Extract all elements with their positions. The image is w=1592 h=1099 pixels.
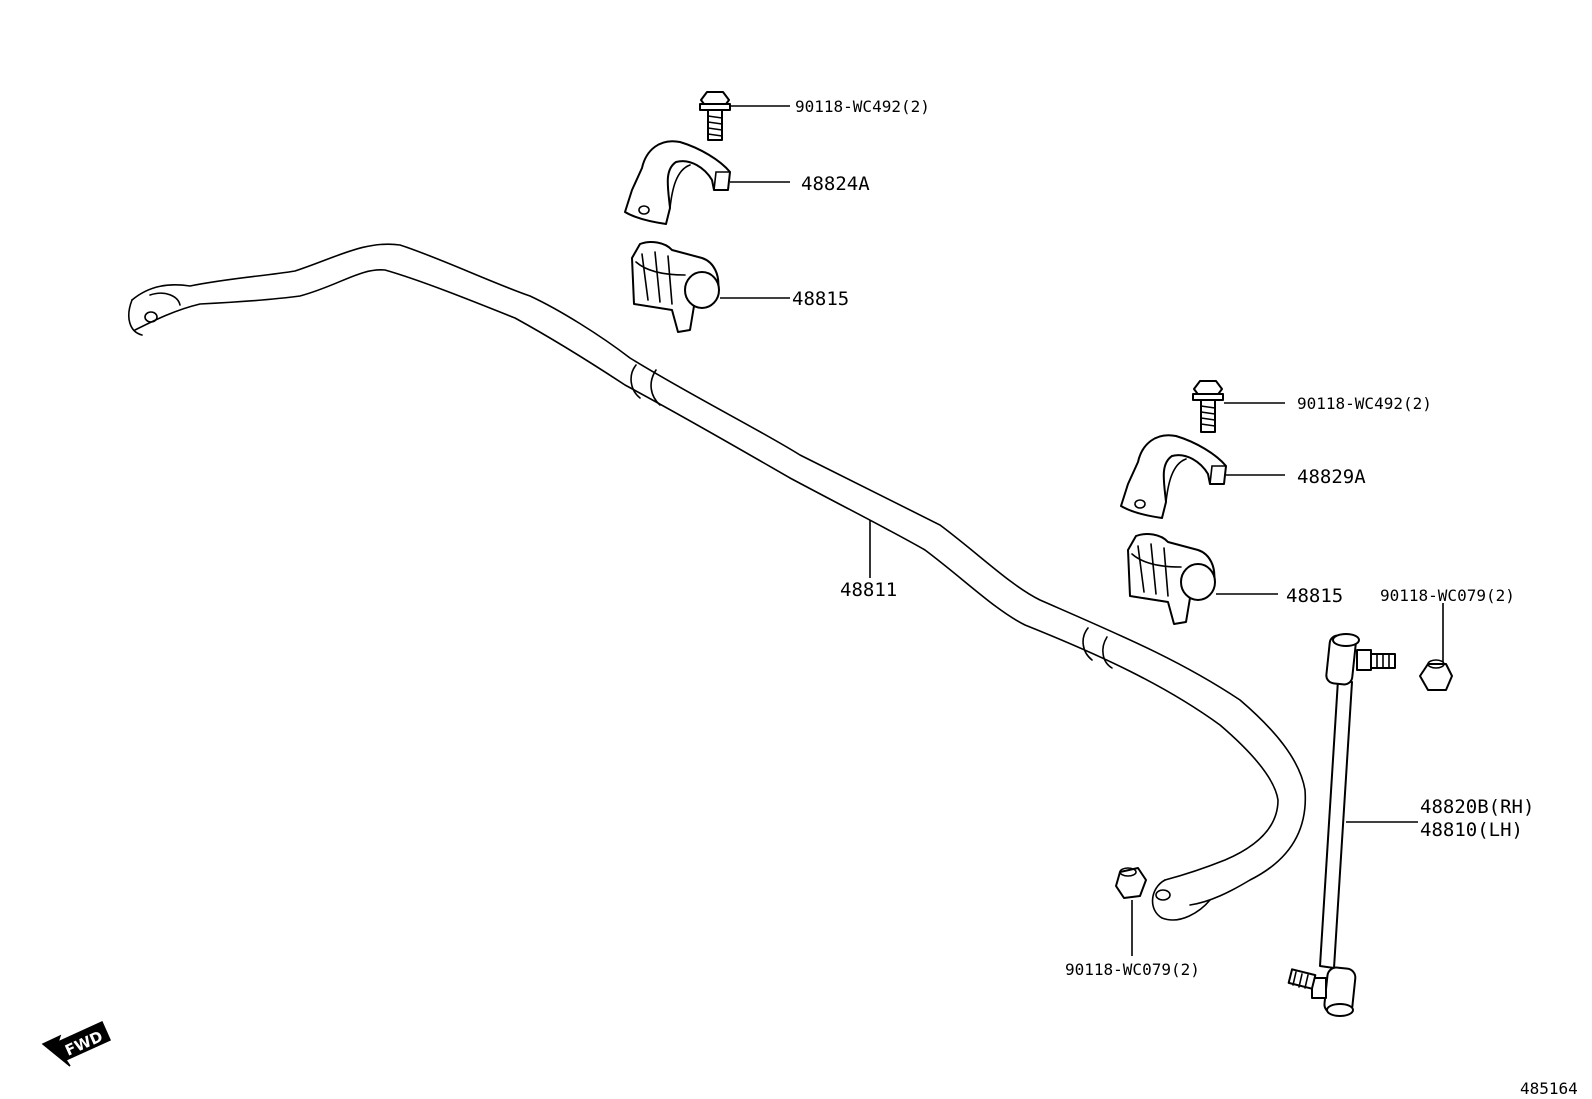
- bushing-top[interactable]: [631, 241, 720, 333]
- bracket-right[interactable]: [1120, 434, 1227, 519]
- label-link-rh: 48820B(RH): [1420, 796, 1534, 818]
- nut-right[interactable]: [1419, 659, 1453, 691]
- bolt-top[interactable]: [699, 91, 731, 141]
- bolt-right[interactable]: [1192, 380, 1224, 433]
- label-bracket-right: 48829A: [1297, 466, 1366, 488]
- label-stabilizer-bar: 48811: [840, 579, 897, 601]
- label-bracket-top: 48824A: [801, 173, 870, 195]
- bracket-top[interactable]: [624, 140, 731, 225]
- stabilizer-link[interactable]: [1287, 633, 1396, 1017]
- label-bolt-right: 90118-WC492(2): [1297, 394, 1432, 413]
- label-nut-bottom: 90118-WC079(2): [1065, 960, 1200, 979]
- nut-bottom[interactable]: [1115, 867, 1147, 899]
- label-bushing-top: 48815: [792, 288, 849, 310]
- label-bolt-top: 90118-WC492(2): [795, 97, 930, 116]
- label-link-lh: 48810(LH): [1420, 819, 1523, 841]
- fwd-arrow-icon: FWD: [41, 1021, 111, 1067]
- leader-lines: [720, 105, 1444, 956]
- label-nut-right: 90118-WC079(2): [1380, 586, 1515, 605]
- stabilizer-bar[interactable]: [128, 243, 1307, 921]
- label-bushing-right: 48815: [1286, 585, 1343, 607]
- bushing-right[interactable]: [1127, 533, 1216, 625]
- diagram-id: 485164: [1520, 1079, 1578, 1098]
